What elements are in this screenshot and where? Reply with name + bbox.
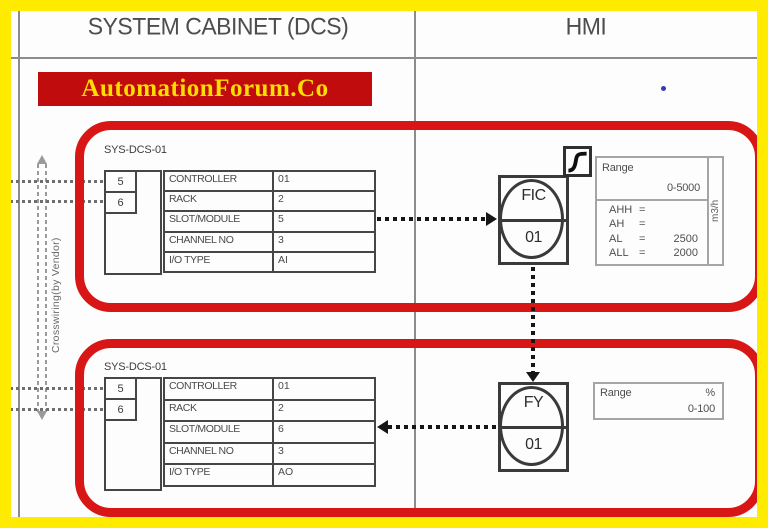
signal-wire-fic-to-fy — [531, 267, 535, 372]
instrument-tag: FY — [523, 394, 544, 411]
instrument-fy: FY 01 — [498, 382, 569, 472]
system-label-top: SYS-DCS-01 — [104, 144, 167, 156]
dim-arrow-up-icon — [37, 155, 47, 164]
alarm-row: AHH = — [609, 204, 646, 216]
table-row: CHANNEL NO 3 — [165, 230, 374, 251]
range-units-column — [707, 158, 709, 264]
range-label: Range — [600, 387, 632, 399]
instrument-tag: FIC — [521, 187, 546, 204]
range-span: 0-100 — [687, 403, 715, 415]
instrument-number: 01 — [525, 229, 542, 246]
io-assignment-table-top: CONTROLLER 01 RACK 2 SLOT/MODULE 5 CHANN… — [163, 170, 376, 273]
instrument-divider — [498, 426, 569, 429]
alarm-row: AL = 2500 — [609, 232, 698, 245]
terminal-5-top: 5 — [104, 170, 137, 193]
table-row: RACK 2 — [165, 190, 374, 211]
left-frame-line — [18, 11, 20, 517]
crosswiring-dim-line — [37, 164, 39, 412]
field-wire-top-2 — [10, 200, 104, 203]
signal-arrowhead-left-icon — [377, 420, 388, 434]
range-table-top: Range 0-5000 m3/h AHH = AH = AL = 2500 A… — [595, 156, 724, 266]
table-row: I/O TYPE AO — [165, 463, 374, 485]
alarm-list: AHH = AH = AL = 2500 ALL = 2000 — [609, 204, 698, 259]
range-span: 0-5000 — [666, 182, 700, 194]
table-row: I/O TYPE AI — [165, 250, 374, 272]
signal-wire-ai — [377, 217, 489, 221]
instrument-fic: FIC 01 — [498, 175, 569, 265]
range-divider — [597, 199, 709, 201]
field-wire-bottom-2 — [10, 408, 104, 411]
column-divider-line — [414, 11, 416, 517]
table-row: CONTROLLER 01 — [165, 379, 374, 399]
function-curve-icon — [563, 146, 592, 177]
stray-dot — [661, 86, 666, 91]
signal-arrowhead-down-icon — [526, 372, 540, 382]
table-row: CHANNEL NO 3 — [165, 441, 374, 464]
table-row: CONTROLLER 01 — [165, 172, 374, 191]
field-wire-bottom-1 — [10, 387, 104, 390]
signal-arrowhead-right-icon — [486, 212, 497, 226]
instrument-divider — [498, 219, 569, 222]
range-table-bottom: Range % 0-100 — [593, 382, 724, 420]
field-wire-top-1 — [10, 180, 104, 183]
io-assignment-table-bottom: CONTROLLER 01 RACK 2 SLOT/MODULE 6 CHANN… — [163, 377, 376, 487]
header-underline — [11, 57, 757, 59]
column-header-system-cabinet: SYSTEM CABINET (DCS) — [87, 12, 349, 40]
system-label-bottom: SYS-DCS-01 — [104, 361, 167, 373]
table-row: RACK 2 — [165, 398, 374, 421]
terminal-5-bottom: 5 — [104, 377, 137, 400]
table-row: SLOT/MODULE 5 — [165, 210, 374, 231]
alarm-row: ALL = 2000 — [609, 246, 698, 259]
table-row: SLOT/MODULE 6 — [165, 420, 374, 442]
watermark-text: AutomationForum.Co — [81, 75, 329, 102]
range-units: % — [705, 387, 715, 399]
crosswiring-label: Crosswiring(by Vendor) — [50, 237, 62, 353]
terminal-6-top: 6 — [104, 191, 137, 214]
signal-wire-ao — [388, 425, 498, 429]
range-label: Range — [602, 162, 634, 174]
instrument-number: 01 — [525, 436, 542, 453]
terminal-6-bottom: 6 — [104, 398, 137, 421]
watermark-banner: AutomationForum.Co — [38, 72, 372, 106]
column-header-hmi: HMI — [565, 12, 607, 40]
crosswiring-dim-line2 — [45, 164, 47, 412]
alarm-row: AH = — [609, 218, 646, 231]
dim-arrow-down-icon — [37, 411, 47, 420]
range-units: m3/h — [710, 199, 721, 223]
